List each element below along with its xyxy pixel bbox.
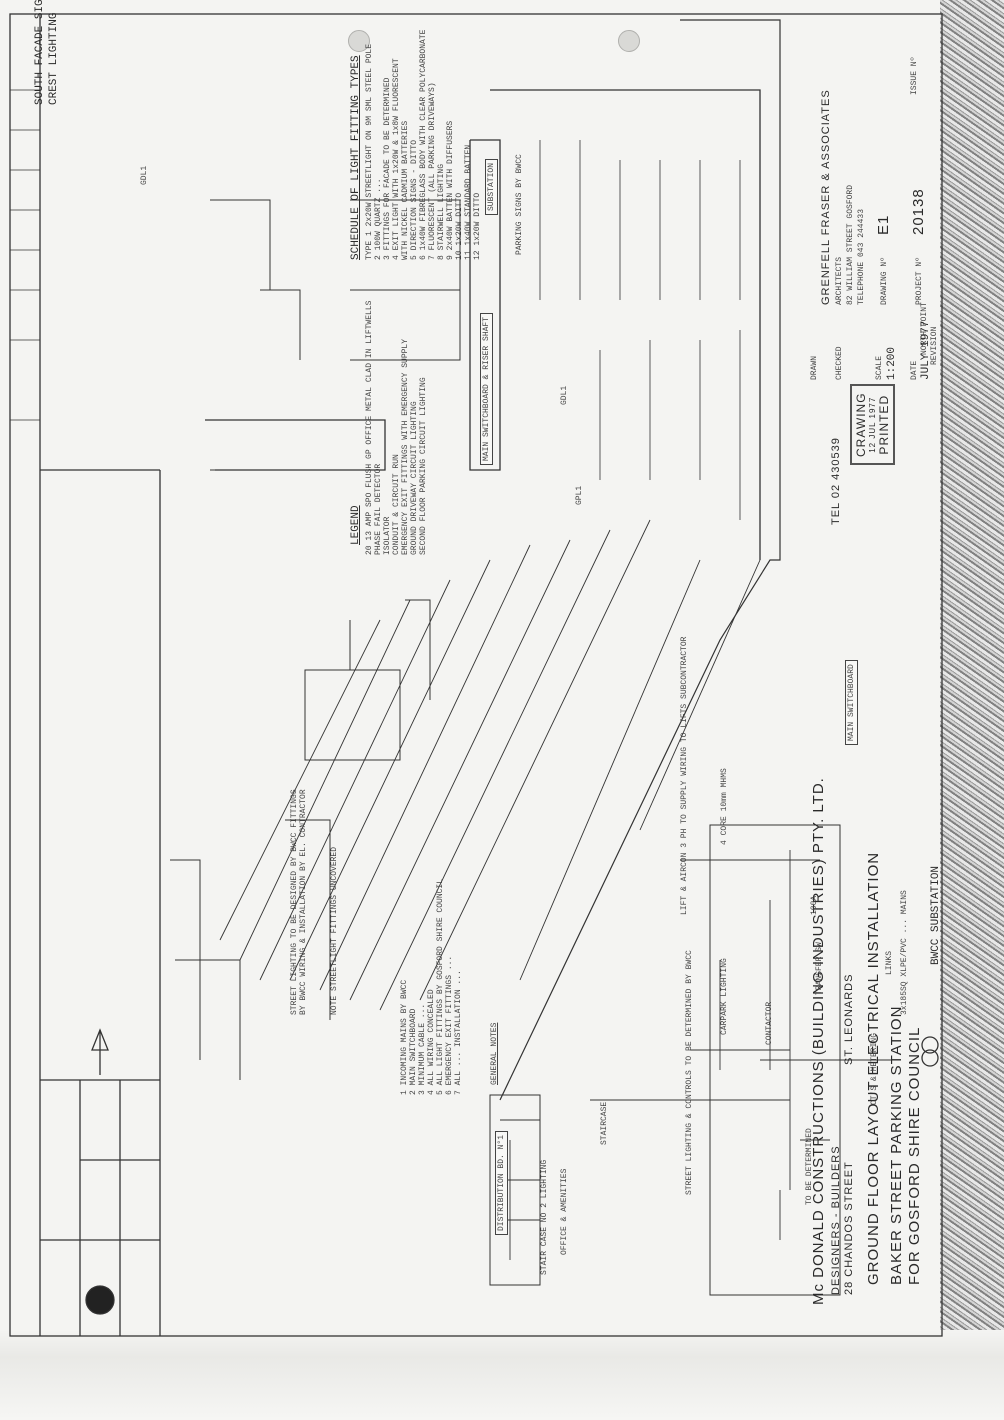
transfer-switch-label: TRANSFER SW	[815, 942, 824, 995]
general-note: 1 INCOMING MAINS BY BWCC	[400, 979, 409, 1095]
project-line-1: BAKER STREET PARKING STATION	[888, 1005, 905, 1285]
street-lighting-label: STREET LIGHTING & CONTROLS TO BE DETERMI…	[685, 950, 694, 1195]
company-name: Mc DONALD CONSTRUCTIONS (BUILDING INDUST…	[810, 777, 827, 1305]
lift-note: LIFT & AIRCON 3 PH TO SUPPLY WIRING TO L…	[680, 636, 689, 915]
street-lighting-note: STREET LIGHTING TO BE DESIGNED BY BWCC F…	[290, 789, 308, 1015]
checked-label: CHECKED	[835, 346, 844, 380]
stamp-title: CRAWING	[854, 392, 868, 457]
architects-sub: ARCHITECTS	[835, 256, 844, 305]
schedule-item: 3 FITTINGS FOR FACADE TO BE DETERMINED	[383, 77, 392, 260]
drawn-label: DRAWN	[810, 355, 819, 380]
schedule-item: 11 1x40W STANDARD BATTEN	[464, 144, 473, 260]
gdl1-label: GDL1	[560, 385, 569, 405]
contactor-label: CONTACTOR	[765, 1001, 774, 1045]
general-notes-list: 1 INCOMING MAINS BY BWCC 2 MAIN SWITCHBO…	[400, 879, 463, 1095]
drawing-stamp: CRAWING 12 JUL 1977 PRINTED	[850, 384, 895, 465]
project-no: 20138	[910, 188, 927, 235]
legend-list: 20 13 AMP SPO FLUSH GP OFFICE METAL CLAD…	[365, 301, 428, 555]
main-switchboard-label: MAIN SWITCHBOARD	[845, 660, 858, 745]
schedule-item: 6 1x40W FIBREGLASS BODY WITH CLEAR POLYC…	[419, 29, 428, 260]
company-suburb: ST. LEONARDS	[843, 973, 855, 1065]
architects-name: GRENFELL FRASER & ASSOCIATES	[820, 89, 832, 305]
crest-lighting-label: CREST LIGHTING	[48, 12, 60, 105]
stamp-printed: PRINTED	[877, 394, 891, 455]
schedule-item: 2 100W QUARTZ ...	[374, 178, 383, 260]
to-be-determined-label: TO BE DETERMINED	[805, 1128, 814, 1205]
parking-signs-label: PARKING SIGNS BY BWCC	[515, 154, 524, 255]
general-notes-heading: GENERAL NOTES	[490, 1022, 499, 1085]
gdl1-top-label: GDL1	[140, 165, 149, 185]
substation-label: SUBSTATION	[485, 158, 498, 215]
schedule-item: 8 STAIRWELL LIGHTING	[437, 163, 446, 260]
legend-item: 20 13 AMP SPO FLUSH GP OFFICE METAL CLAD…	[365, 300, 374, 555]
schedule-item: TYPE 1 2x20W STREETLIGHT ON 9M SML STEEL…	[365, 43, 374, 260]
staircase-no2-label: STAIR CASE NO 2 LIGHTING	[540, 1159, 549, 1275]
schedule-item: 5 DIRECTION SIGNS - DITTO	[410, 139, 419, 260]
architects-tel: TELEPHONE 043 244433	[857, 208, 866, 305]
fuses-label: 100A	[810, 895, 819, 915]
legend-heading: LEGEND	[350, 505, 362, 545]
project-no-label: PROJECT Nº	[915, 256, 924, 305]
general-note: 2 MAIN SWITCHBOARD	[409, 1008, 418, 1095]
ct-metering-label: CT'S & METERING	[870, 1032, 879, 1105]
project-line-2: FOR GOSFORD SHIRE COUNCIL	[906, 1026, 923, 1285]
punch-hole	[618, 30, 640, 52]
streetlight-note: NOTE STREETLIGHT FITTINGS UNCOVERED	[330, 846, 339, 1015]
drawing-no-label: DRAWING Nº	[880, 256, 889, 305]
company-sub: DESIGNERS - BUILDERS	[830, 1145, 842, 1295]
carpark-lighting-label: CARPARK LIGHTING	[720, 958, 729, 1035]
company-address: 28 CHANDOS STREET	[843, 1161, 855, 1295]
scale-label: SCALE	[875, 355, 884, 380]
schedule-item: 12 1x20W DITTO	[473, 192, 482, 260]
schedule-item: 7 FLUORESCENT (ALL PARKING DRIVEWAYS)	[428, 82, 437, 260]
staircase-label: STAIRCASE	[600, 1101, 609, 1145]
links-label: LINKS	[885, 950, 894, 975]
gpl1-label: GPL1	[575, 485, 584, 505]
mains-cable-label: 4 CORE 10mm MHMS	[720, 768, 729, 845]
office-note: OFFICE & AMENITIES	[560, 1168, 569, 1255]
scan-edge-bottom	[0, 1330, 1004, 1420]
general-note: 4 ALL WIRING CONCEALED	[427, 989, 436, 1095]
schedule-item: WITH NICKEL CADMIUM BATTERIES	[401, 120, 410, 260]
issue-label: ISSUE Nº	[910, 56, 919, 95]
general-note: 6 EMERGENCY EXIT FITTINGS ...	[445, 955, 454, 1095]
architects-address: 82 WILLIAM STREET GOSFORD	[846, 184, 855, 305]
schedule-heading: SCHEDULE OF LIGHT FITTING TYPES	[350, 55, 362, 260]
date-label: DATE	[910, 360, 919, 380]
company-tel: TEL 02 430539	[830, 437, 842, 525]
drawing-no: E1	[875, 214, 892, 235]
legend-item: PHASE FAIL DETECTOR	[374, 463, 383, 555]
supply-note: 3x185SQ XLPE/PVC ... MAINS	[900, 890, 909, 1015]
rotated-annotations: Mc DONALD CONSTRUCTIONS (BUILDING INDUST…	[20, 0, 942, 1345]
schedule-item: 9 2x40W BATTEN WITH DIFFUSERS	[446, 120, 455, 260]
bwcc-substation-label: BWCC SUBSTATION	[930, 865, 942, 965]
distribution-board-label: DISTRIBUTION BD. N°1	[495, 1130, 508, 1235]
scan-edge-right	[940, 0, 1004, 1420]
schedule-list: TYPE 1 2x20W STREETLIGHT ON 9M SML STEEL…	[365, 30, 482, 260]
legend-item: CONDUIT & CIRCUIT RUN	[392, 454, 401, 555]
revision-label: REVISION	[930, 326, 939, 365]
general-note: 5 ALL LIGHT FITTINGS BY GOSFORD SHIRE CO…	[436, 878, 445, 1095]
general-note: 7 ALL ... INSTALLATION ...	[454, 970, 463, 1095]
stamp-date: 12 JUL 1977	[868, 396, 877, 453]
schedule-item: 4 EXIT LIGHT WITH 1x20W & 1x8W FLUORESCE…	[392, 58, 401, 260]
legend-item: SECOND FLOOR PARKING CIRCUIT LIGHTING	[419, 377, 428, 555]
schedule-item: 10 1x20W DITTO	[455, 192, 464, 260]
punch-hole	[348, 30, 370, 52]
legend-item: GROUND DRIVEWAY CIRCUIT LIGHTING	[410, 401, 419, 555]
general-note: 3 MINIMUM CABLE ...	[418, 1003, 427, 1095]
main-switchboard-riser-label: MAIN SWITCHBOARD & RISER SHAFT	[480, 312, 493, 465]
south-facade-label: SOUTH FACADE SIGNS &	[34, 0, 46, 105]
scale-value: 1:200	[886, 346, 898, 380]
legend-item: EMERGENCY EXIT FITTINGS WITH EMERGENCY S…	[401, 338, 410, 555]
legend-item: ISOLATOR	[383, 516, 392, 555]
